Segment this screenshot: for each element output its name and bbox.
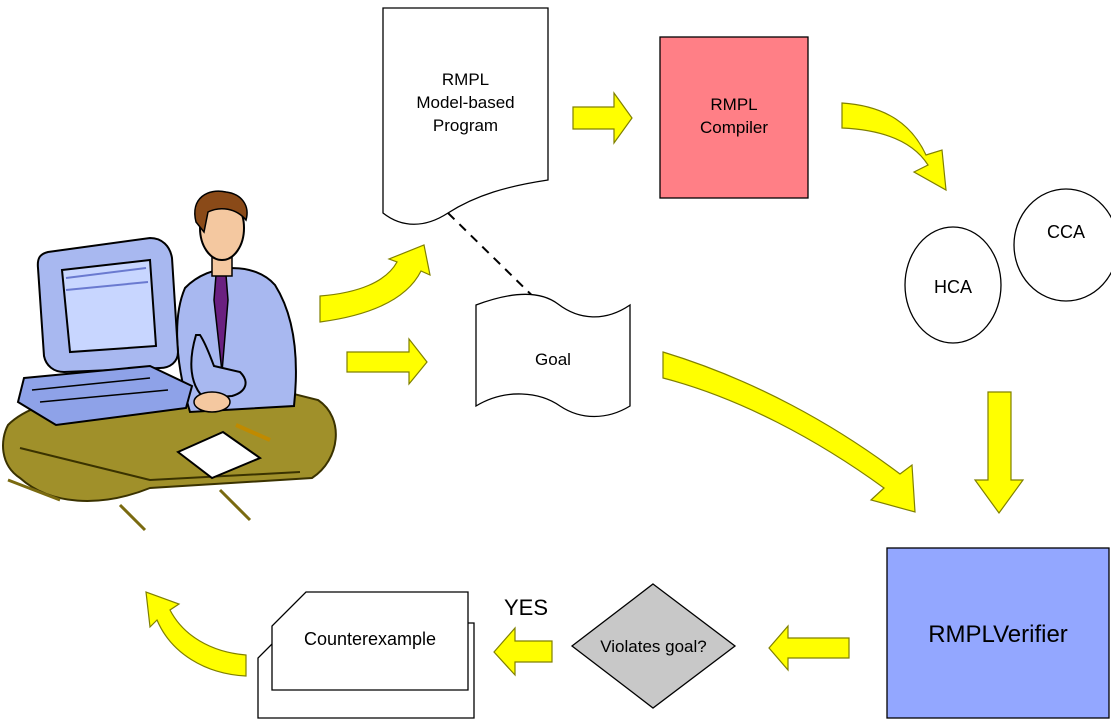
arrow-verifier-to-decision <box>768 624 850 672</box>
program-goal-link <box>447 212 554 317</box>
verifier-node <box>886 547 1110 719</box>
hca-node <box>904 226 1002 344</box>
program-node <box>382 7 549 225</box>
program-label: RMPL Model-based Program <box>416 70 515 135</box>
arrow-compiler-to-automata <box>841 102 947 192</box>
arrow-decision-to-counterexample <box>493 626 553 677</box>
arrow-counterexample-to-user <box>145 591 247 677</box>
counterexample-label: Counterexample <box>303 629 437 649</box>
user-at-computer-icon <box>2 190 337 532</box>
hca-label: HCA <box>933 277 972 297</box>
goal-label: Goal <box>535 350 571 369</box>
arrow-user-to-program <box>319 244 431 323</box>
goal-node <box>475 293 631 418</box>
cca-node <box>1013 188 1111 302</box>
yes-edge-label: YES <box>503 595 549 620</box>
arrow-automata-to-verifier <box>973 391 1025 515</box>
verifier-label: RMPLVerifier <box>928 621 1068 648</box>
arrow-user-to-goal <box>346 337 428 386</box>
compiler-node <box>659 36 809 199</box>
counterexample-front-page <box>271 591 469 691</box>
arrow-program-to-compiler <box>572 91 633 145</box>
decision-label: Violates goal? <box>600 637 707 656</box>
compiler-label: RMPL Compiler <box>699 95 769 137</box>
cca-label: CCA <box>1046 222 1085 242</box>
arrow-goal-to-verifier <box>662 351 916 513</box>
decision-node <box>570 583 737 709</box>
